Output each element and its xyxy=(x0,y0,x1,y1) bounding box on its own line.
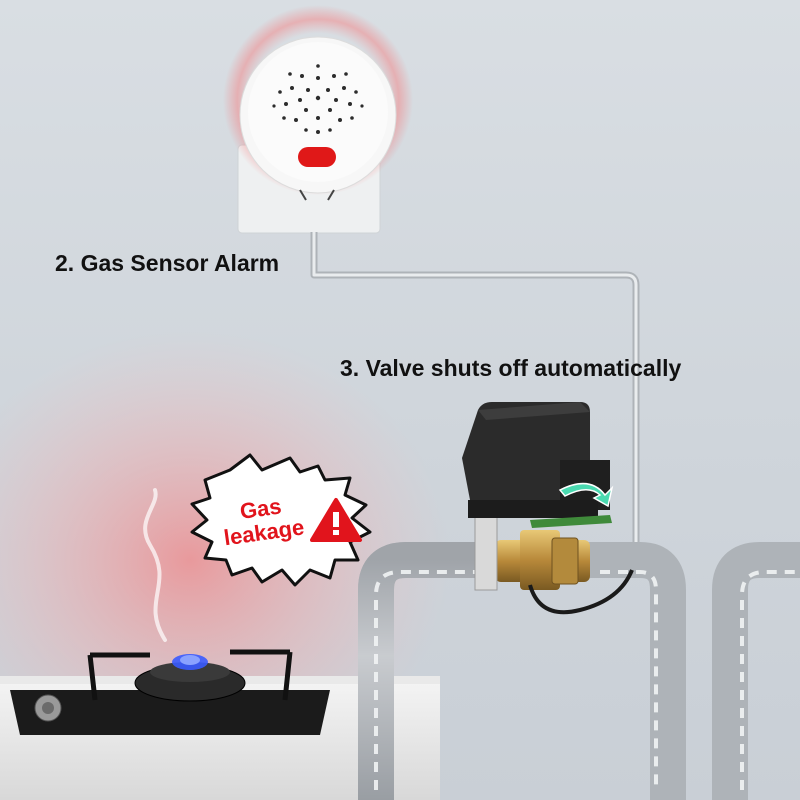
gas-stove xyxy=(10,690,330,735)
gas-pipe-far-right xyxy=(712,542,800,800)
gas-flame-icon xyxy=(172,654,208,670)
speaker-grille-icon xyxy=(272,64,364,134)
gas-leakage-alert-burst xyxy=(190,453,372,587)
gas-leak-wisp xyxy=(143,488,167,642)
gas-pipe-left xyxy=(358,542,500,800)
valve-shutoff-label: 3. Valve shuts off automatically xyxy=(340,355,682,381)
brass-ball-valve xyxy=(495,530,590,590)
pan-support xyxy=(87,649,293,701)
gas-sensor-alarm-label: 2. Gas Sensor Alarm xyxy=(55,250,280,276)
warning-triangle-icon xyxy=(310,498,362,542)
valve-actuator xyxy=(462,402,610,518)
valve-handle xyxy=(530,515,612,528)
gas-sensor-alarm xyxy=(239,36,397,201)
alarm-indicator-light xyxy=(298,147,336,167)
valve-cable xyxy=(528,569,634,615)
valve-bracket xyxy=(474,509,498,591)
rotate-arrow-icon xyxy=(558,482,614,508)
gas-pipe-right xyxy=(580,542,686,800)
